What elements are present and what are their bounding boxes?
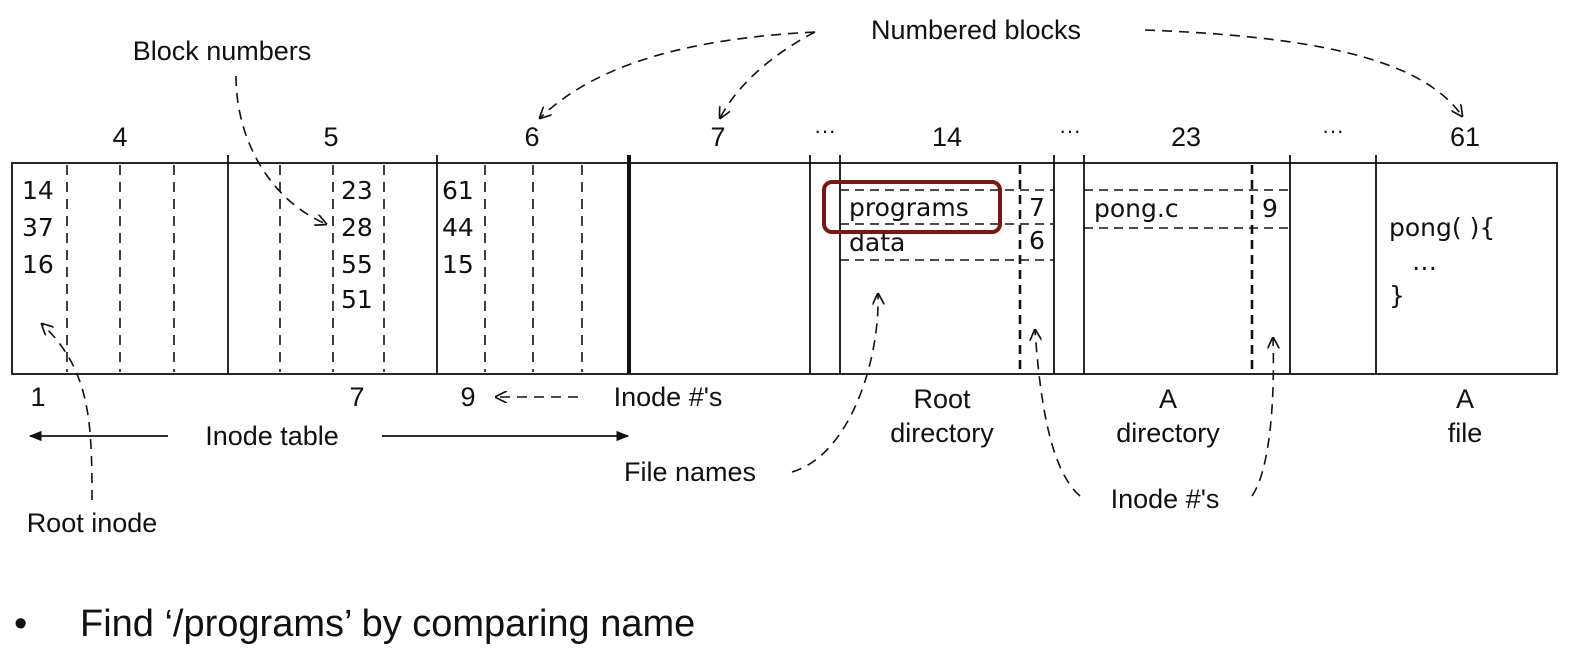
file-system-diagram: Numbered blocks Block numbers 4 5 6 7 14… (11, 15, 1558, 538)
file-names-callout: File names (624, 457, 756, 487)
ellipsis: ··· (1322, 118, 1344, 143)
block-address: 23 (341, 176, 373, 205)
file-content-line: pong( ){ (1389, 213, 1495, 242)
numbered-blocks-arrow-7 (720, 31, 816, 118)
numbered-blocks-arrow-61 (1144, 29, 1462, 116)
a-file-caption: A (1456, 384, 1474, 414)
inode-table-label: Inode table (205, 421, 339, 451)
file-content-line: … (1412, 247, 1437, 276)
block-address: 51 (341, 285, 373, 314)
ellipsis: ··· (814, 118, 836, 143)
block-header: 5 (323, 122, 338, 152)
block-address: 28 (341, 213, 373, 242)
file-content-line: } (1389, 281, 1405, 310)
a-directory-rows (1084, 189, 1290, 229)
a-file-caption: file (1448, 418, 1483, 448)
block-numbers-arrow (235, 75, 326, 224)
disk-strip (11, 162, 1558, 375)
file-names-arrow (791, 294, 878, 473)
dir-entry-inode: 6 (1029, 226, 1045, 255)
inode-nums-arrow-a (1251, 338, 1273, 497)
bullet-symbol: • (14, 603, 28, 645)
root-directory-caption: Root (913, 384, 971, 414)
inode-nums-callout: Inode #'s (614, 382, 723, 412)
numbered-blocks-arrow-6 (540, 31, 816, 118)
dir-entry-inode: 7 (1029, 193, 1045, 222)
bullet-text: Find ‘/programs’ by comparing name (80, 603, 696, 645)
block-header: 6 (524, 122, 539, 152)
block-headers: 4 5 6 7 14 23 61 ··· ··· ··· (112, 118, 1480, 152)
inode-block-6-addresses: 61 44 15 (442, 176, 474, 279)
inode-number-label: 9 (460, 382, 475, 412)
block-address: 61 (442, 176, 474, 205)
block-separators (227, 155, 1377, 374)
block-address: 16 (22, 250, 54, 279)
inode-nums-arrow-root (1035, 330, 1081, 497)
block-address: 37 (22, 213, 54, 242)
dir-entry-name-programs: programs (849, 193, 969, 222)
block-header: 14 (932, 122, 962, 152)
block-address: 15 (442, 250, 474, 279)
programs-highlight-box (822, 180, 1002, 234)
dir-entry-inode: 9 (1262, 194, 1278, 223)
a-directory-caption: directory (1116, 418, 1220, 448)
block-header: 23 (1171, 122, 1201, 152)
inode-number-label: 7 (349, 382, 364, 412)
inode-block-4-addresses: 14 37 16 (22, 176, 54, 279)
root-inode-arrow (42, 324, 93, 501)
root-inode-callout: Root inode (27, 508, 158, 538)
inode-nums-bottom-callout: Inode #'s (1111, 484, 1220, 514)
block-address: 55 (341, 250, 373, 279)
a-directory-caption: A (1159, 384, 1177, 414)
numbered-blocks-callout: Numbered blocks (871, 15, 1081, 45)
bullet-point: • Find ‘/programs’ by comparing name (14, 603, 695, 646)
ellipsis: ··· (1059, 118, 1081, 143)
dir-entry-name-pong-c: pong.c (1094, 194, 1179, 223)
inode-number-label: 1 (30, 382, 45, 412)
inode-block-5-addresses: 23 28 55 51 (341, 176, 373, 314)
block-header: 61 (1450, 122, 1480, 152)
inode-dividers (66, 165, 583, 372)
root-directory-caption: directory (890, 418, 994, 448)
root-directory-rows (840, 189, 1054, 261)
block-header: 7 (710, 122, 725, 152)
block-address: 44 (442, 213, 474, 242)
block-header: 4 (112, 122, 127, 152)
block-address: 14 (22, 176, 54, 205)
block-numbers-callout: Block numbers (133, 36, 312, 66)
